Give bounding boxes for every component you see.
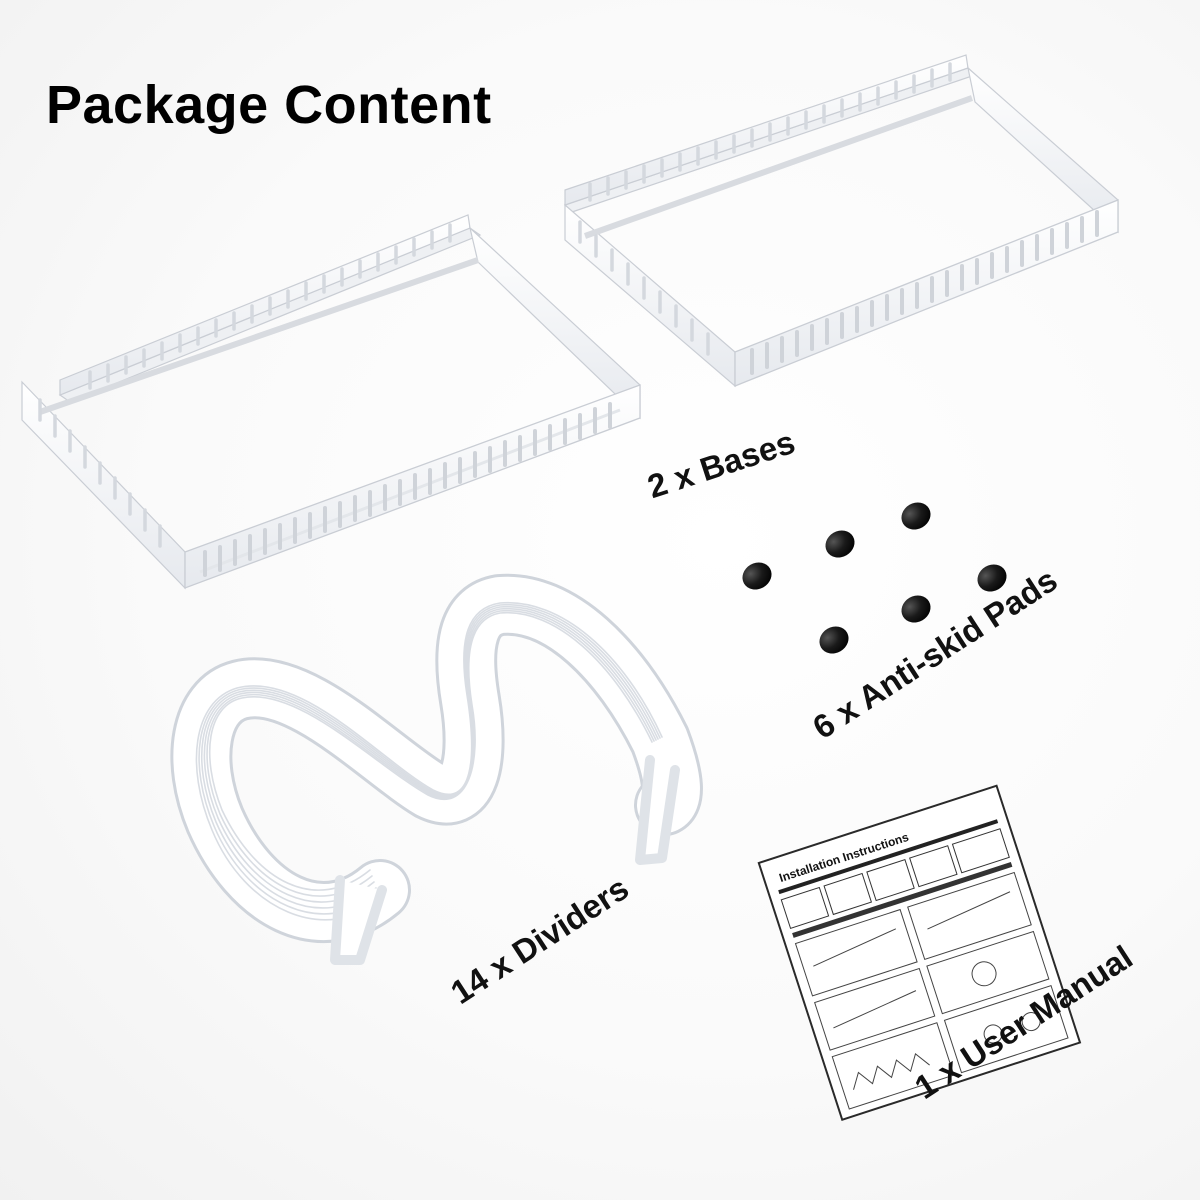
pad-1: [901, 502, 931, 530]
anti-skid-pads: [742, 502, 1007, 654]
page-title: Package Content: [46, 75, 492, 135]
pad-6: [819, 626, 849, 654]
pad-4: [977, 564, 1007, 592]
pad-3: [742, 562, 772, 590]
base-tray-right: [563, 54, 1119, 388]
base-tray-left: [21, 214, 641, 590]
pad-2: [825, 530, 855, 558]
dividers-stack: [170, 573, 703, 965]
pad-5: [901, 595, 931, 623]
user-manual-sheet: Installation Instructions: [757, 784, 1082, 1122]
